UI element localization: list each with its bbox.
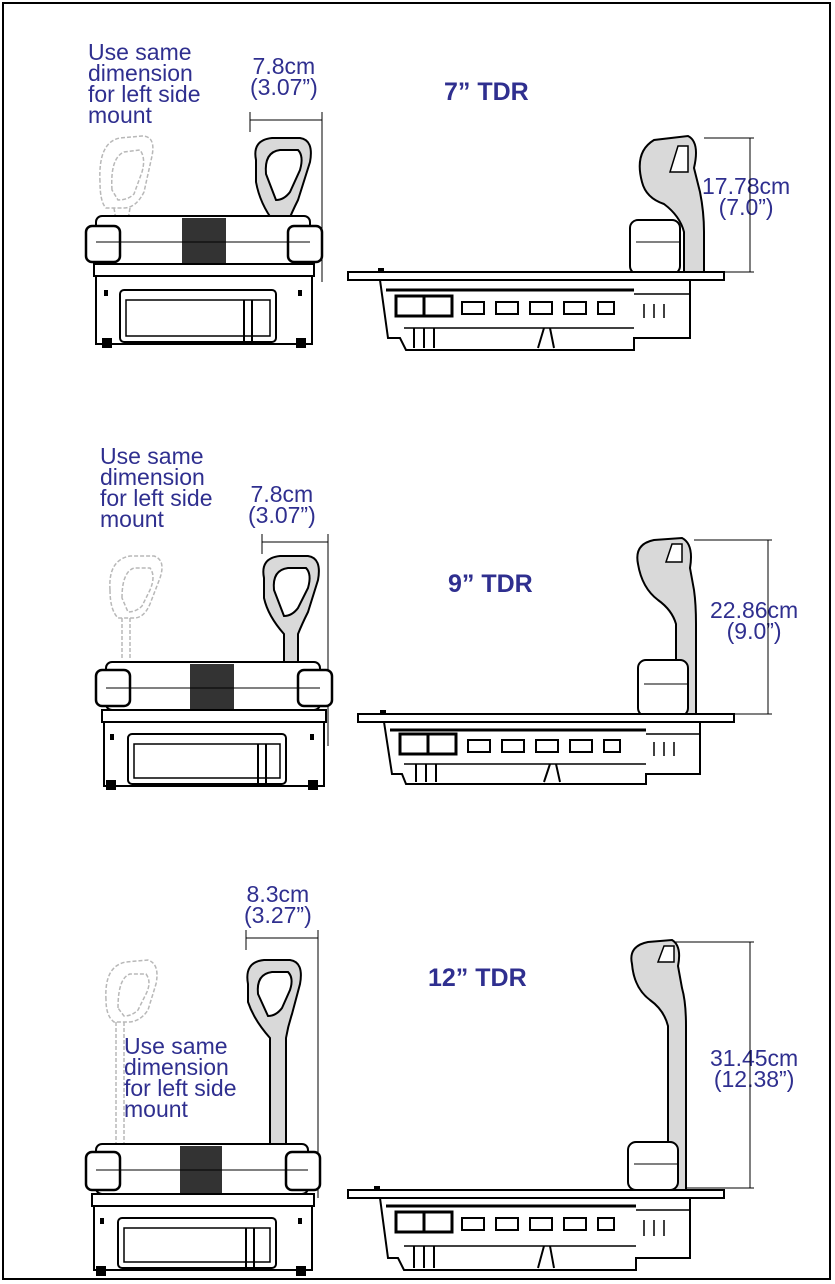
left-mount-note: Use same dimension for left side mount: [88, 39, 201, 128]
front-view-drawing: [94, 534, 334, 790]
section-title: 12” TDR: [428, 964, 527, 992]
side-view-drawing: [347, 134, 754, 351]
height-dimension-label: 17.78cm (7.0”): [702, 173, 791, 220]
side-view-drawing: [357, 536, 772, 785]
section-title: 9” TDR: [448, 570, 533, 598]
front-view-drawing: [84, 112, 324, 348]
left-mount-note: Use same dimension for left side mount: [100, 443, 213, 532]
width-dimension-label: 7.8cm (3.07”): [250, 53, 318, 100]
section-title: 7” TDR: [444, 78, 529, 106]
height-dimension-label: 31.45cm (12.38”): [710, 1045, 799, 1092]
side-view-drawing: [347, 938, 754, 1271]
front-view-drawing: [84, 930, 322, 1276]
left-mount-note: Use same dimension for left side mount: [124, 1033, 237, 1122]
width-dimension-label: 8.3cm (3.27”): [244, 881, 312, 928]
width-dimension-label: 7.8cm (3.07”): [248, 481, 316, 528]
